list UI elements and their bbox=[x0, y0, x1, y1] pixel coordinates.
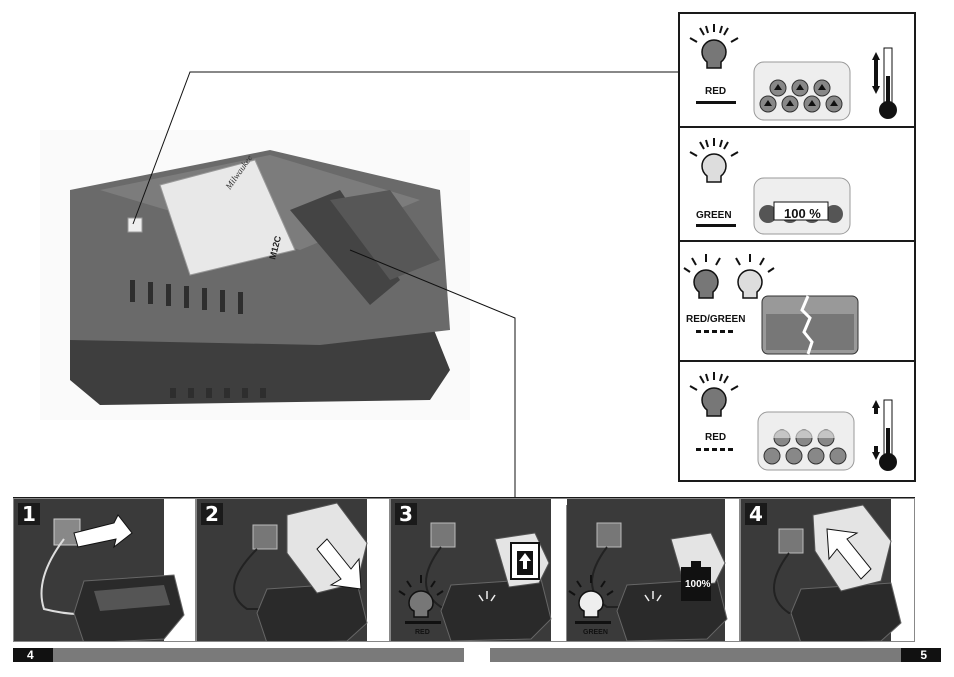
footer-bar-left bbox=[53, 648, 464, 662]
step-2-panel: 2 bbox=[196, 498, 390, 642]
step-1-panel: 1 bbox=[13, 498, 196, 642]
footer-bar-right bbox=[490, 648, 901, 662]
page-number-right: 5 bbox=[901, 648, 941, 662]
step-3-illustration-full bbox=[567, 499, 728, 641]
battery-full-text: 100 % bbox=[784, 206, 821, 221]
step-number: 1 bbox=[18, 503, 40, 525]
step-3-lamp-label-green: GREEN bbox=[583, 629, 608, 636]
lamp-glow-icon bbox=[689, 372, 739, 417]
lamp-glow-icon bbox=[689, 138, 739, 183]
thermometer-icon bbox=[872, 47, 897, 119]
lamp-glow-icon bbox=[689, 24, 739, 69]
status-label: RED bbox=[705, 432, 727, 443]
thermometer-icon bbox=[872, 399, 897, 471]
status-panel: RED GREEN 100 % bbox=[678, 12, 916, 482]
status-label: RED bbox=[705, 86, 727, 97]
battery-damaged-icon bbox=[761, 295, 859, 355]
step-number: 4 bbox=[745, 503, 767, 525]
status-label: GREEN bbox=[696, 210, 732, 221]
step-3-illustration-charging bbox=[391, 499, 552, 641]
step-4-panel: 4 bbox=[740, 498, 915, 642]
dual-lamp-glow-icon bbox=[683, 254, 775, 299]
step-2-illustration bbox=[197, 499, 368, 641]
step-4-illustration bbox=[741, 499, 902, 641]
page-number-left: 4 bbox=[13, 648, 53, 662]
step-3-battery-full-text: 100% bbox=[685, 579, 711, 590]
battery-full-icon bbox=[753, 177, 851, 235]
step-3-divider bbox=[566, 505, 567, 641]
charger-illustration: Milwaukee M12C bbox=[40, 130, 470, 420]
status-row-red-temperature: RED bbox=[680, 14, 914, 128]
dashed-line bbox=[696, 448, 736, 451]
battery-half-icon bbox=[757, 411, 855, 471]
status-label: RED/GREEN bbox=[686, 314, 746, 325]
battery-arrows-icon bbox=[753, 61, 851, 121]
step-number: 2 bbox=[201, 503, 223, 525]
step-1-illustration bbox=[14, 499, 185, 641]
dashed-line bbox=[696, 330, 736, 333]
status-row-red-green: RED/GREEN bbox=[680, 242, 914, 362]
solid-line bbox=[696, 224, 736, 227]
step-3-lamp-label-red: RED bbox=[415, 629, 430, 636]
status-row-red-temp-wait: RED bbox=[680, 362, 914, 480]
solid-line bbox=[696, 101, 736, 104]
step-3-panel: RED 100% GREEN 3 bbox=[390, 498, 740, 642]
step-number: 3 bbox=[395, 503, 417, 525]
status-row-green-full: GREEN 100 % bbox=[680, 128, 914, 242]
